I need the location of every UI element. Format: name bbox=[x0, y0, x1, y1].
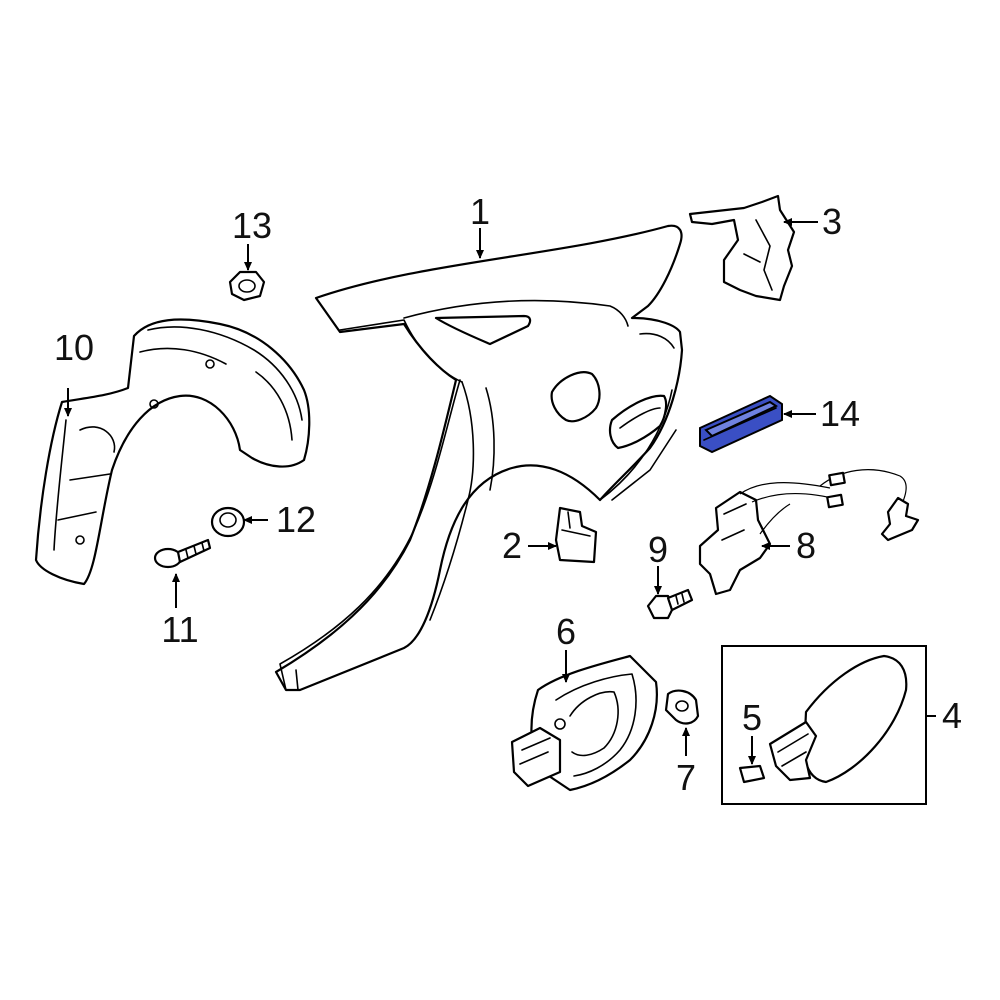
callout-14: 14 bbox=[820, 393, 860, 434]
part-bracket-2[interactable] bbox=[554, 506, 598, 564]
callout-9: 9 bbox=[648, 529, 668, 570]
part-bolt-9[interactable] bbox=[646, 588, 694, 620]
callout-10: 10 bbox=[54, 327, 94, 368]
part-actuator-8[interactable] bbox=[698, 469, 920, 596]
callout-3: 3 bbox=[822, 201, 842, 242]
callout-5: 5 bbox=[742, 697, 762, 738]
part-screw-11[interactable] bbox=[153, 538, 212, 569]
part-quarter-panel[interactable] bbox=[274, 224, 684, 692]
part-bracket-3[interactable] bbox=[688, 194, 796, 302]
callout-6: 6 bbox=[556, 611, 576, 652]
callout-8: 8 bbox=[796, 525, 816, 566]
part-14-highlighted[interactable] bbox=[699, 394, 783, 454]
part-fuel-door-4[interactable] bbox=[768, 654, 908, 784]
callout-12: 12 bbox=[276, 499, 316, 540]
callout-4: 4 bbox=[942, 695, 962, 736]
part-5-small[interactable] bbox=[738, 764, 766, 784]
callout-13: 13 bbox=[232, 205, 272, 246]
part-grommet-7[interactable] bbox=[664, 689, 700, 725]
leader-lines bbox=[64, 218, 936, 765]
part-fender-liner[interactable] bbox=[34, 318, 311, 586]
callout-labels: 1 2 3 4 5 6 7 8 9 10 11 12 13 14 bbox=[54, 191, 962, 798]
callout-7: 7 bbox=[676, 757, 696, 798]
part-4-group-box bbox=[721, 645, 927, 805]
part-nut-13[interactable] bbox=[228, 270, 266, 302]
part-filler-housing-6[interactable] bbox=[510, 654, 658, 792]
callout-11: 11 bbox=[161, 609, 198, 650]
callout-1: 1 bbox=[470, 191, 490, 232]
part-clip-12[interactable] bbox=[210, 506, 246, 538]
callout-2: 2 bbox=[502, 525, 522, 566]
